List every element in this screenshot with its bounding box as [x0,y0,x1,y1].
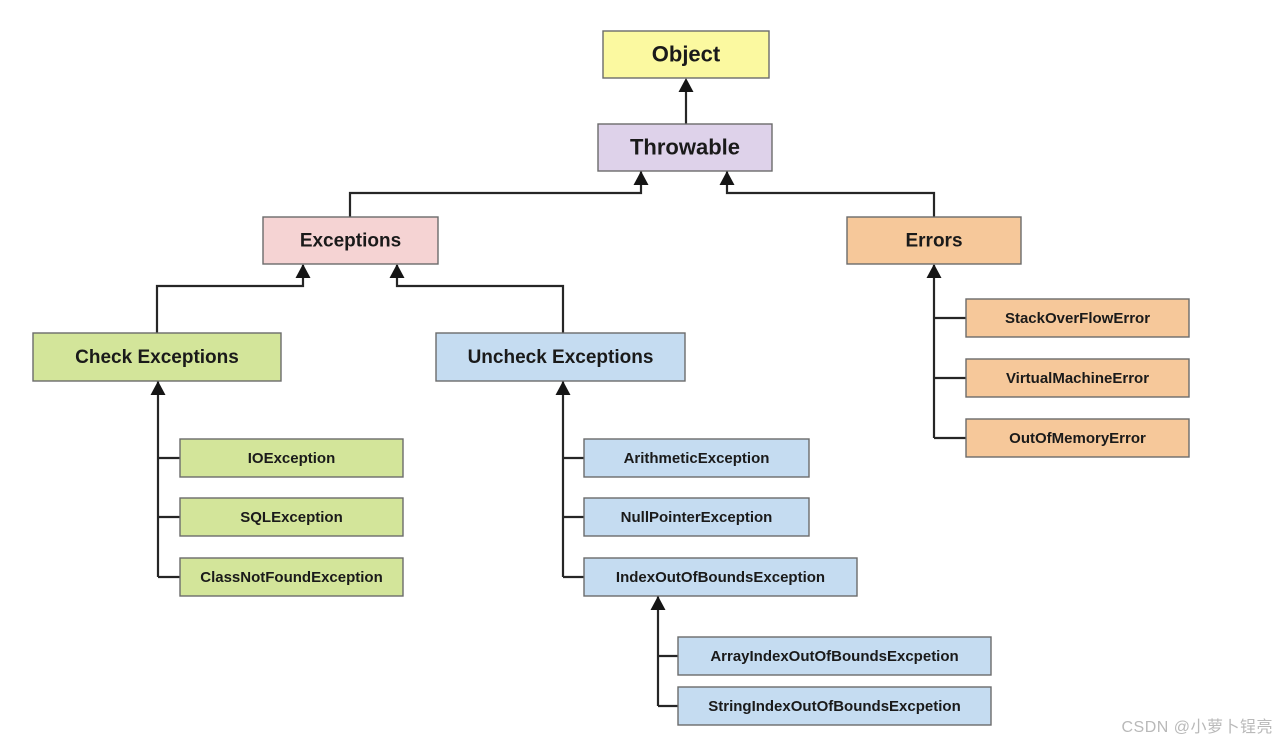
node-box-exceptions[interactable] [262,216,439,265]
node-arithmetic[interactable]: ArithmeticException [583,438,810,478]
node-label-outofmemory: OutOfMemoryError [1009,430,1146,447]
inheritance-arrowhead [719,171,735,185]
node-box-ioexception[interactable] [179,438,404,478]
node-label-stringindexoob: StringIndexOutOfBoundsExcpetion [708,698,961,715]
csdn-watermark: CSDN @小萝卜锃亮 [1121,719,1273,736]
node-box-object[interactable] [602,30,770,79]
edges-layer [155,88,966,708]
node-virtualmachine[interactable]: VirtualMachineError [965,358,1190,398]
node-box-sqlexception[interactable] [179,497,404,537]
node-box-outofmemory[interactable] [965,418,1190,458]
connector-line [348,170,643,217]
node-label-throwable: Throwable [630,134,740,159]
node-label-virtualmachine: VirtualMachineError [1006,370,1149,387]
node-box-check[interactable] [32,332,282,382]
node-label-errors: Errors [905,231,962,252]
node-label-arithmetic: ArithmeticException [624,450,770,467]
node-stringindexoob[interactable]: StringIndexOutOfBoundsExcpetion [677,686,992,726]
node-errors[interactable]: Errors [846,216,1022,265]
node-uncheck[interactable]: Uncheck Exceptions [435,332,686,382]
inheritance-arrowhead [650,596,666,610]
node-label-stackoverflow: StackOverFlowError [1005,310,1150,327]
inheritance-arrowhead [389,264,405,278]
node-box-throwable[interactable] [597,123,773,172]
connector-line [155,265,305,333]
inheritance-arrowhead [150,381,166,395]
node-nullpointer[interactable]: NullPointerException [583,497,810,537]
node-classnotfound[interactable]: ClassNotFoundException [179,557,404,597]
node-box-nullpointer[interactable] [583,497,810,537]
connector-line [725,170,936,217]
node-outofmemory[interactable]: OutOfMemoryError [965,418,1190,458]
inheritance-arrowhead [678,78,694,92]
inheritance-arrowhead [555,381,571,395]
node-arrayindexoob[interactable]: ArrayIndexOutOfBoundsExcpetion [677,636,992,676]
node-stackoverflow[interactable]: StackOverFlowError [965,298,1190,338]
node-label-ioexception: IOException [248,450,336,467]
node-label-sqlexception: SQLException [240,509,343,526]
node-ioexception[interactable]: IOException [179,438,404,478]
node-box-indexoob[interactable] [583,557,858,597]
node-label-classnotfound: ClassNotFoundException [200,569,383,586]
node-box-stringindexoob[interactable] [677,686,992,726]
node-box-arithmetic[interactable] [583,438,810,478]
node-label-arrayindexoob: ArrayIndexOutOfBoundsExcpetion [710,648,958,665]
node-box-uncheck[interactable] [435,332,686,382]
node-box-arrayindexoob[interactable] [677,636,992,676]
node-label-uncheck: Uncheck Exceptions [468,347,654,368]
node-label-indexoob: IndexOutOfBoundsException [616,569,825,586]
node-label-check: Check Exceptions [75,347,239,368]
node-throwable[interactable]: Throwable [597,123,773,172]
node-exceptions[interactable]: Exceptions [262,216,439,265]
node-check[interactable]: Check Exceptions [32,332,282,382]
node-sqlexception[interactable]: SQLException [179,497,404,537]
arrowheads-layer [150,78,942,610]
node-object[interactable]: Object [602,30,770,79]
node-box-classnotfound[interactable] [179,557,404,597]
inheritance-arrowhead [295,264,311,278]
inheritance-arrowhead [926,264,942,278]
node-box-stackoverflow[interactable] [965,298,1190,338]
inheritance-arrowhead [633,171,649,185]
node-indexoob[interactable]: IndexOutOfBoundsException [583,557,858,597]
node-box-errors[interactable] [846,216,1022,265]
node-label-object: Object [652,41,721,66]
node-label-nullpointer: NullPointerException [621,509,773,526]
node-label-exceptions: Exceptions [300,231,401,252]
connector-line [395,265,565,333]
node-box-virtualmachine[interactable] [965,358,1190,398]
